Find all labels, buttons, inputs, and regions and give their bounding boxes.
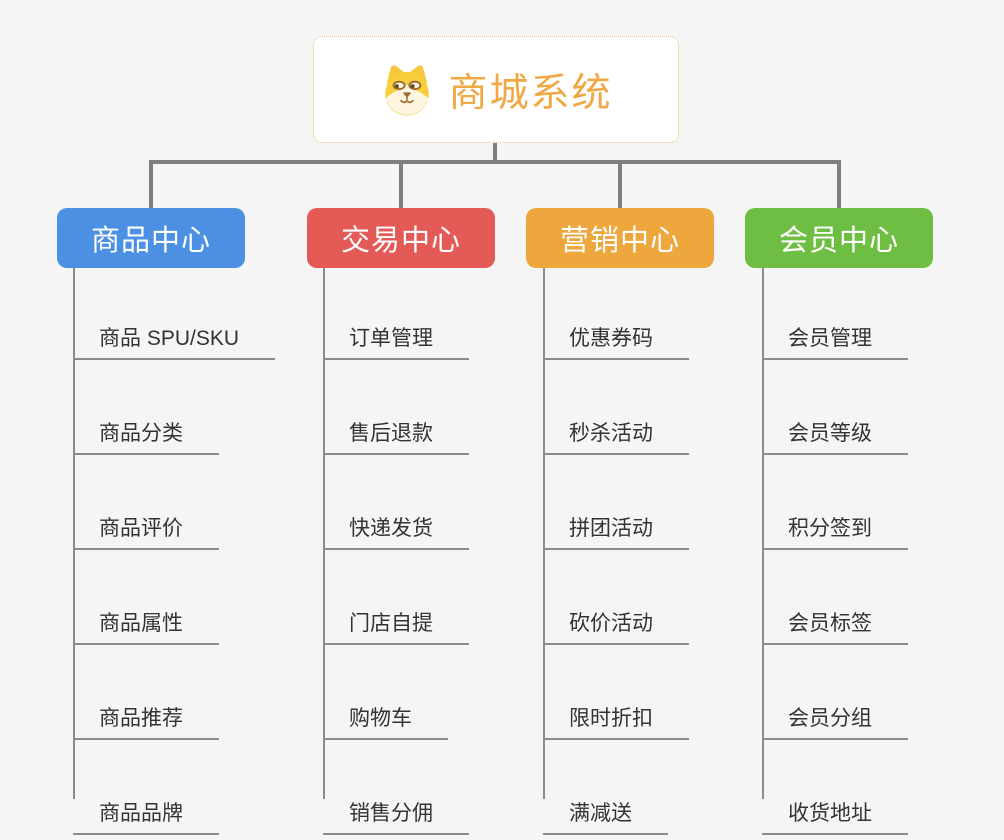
child-node[interactable]: 会员管理 [762,265,908,360]
child-node[interactable]: 优惠券码 [543,265,689,360]
trunk-line-marketing [543,268,545,799]
child-node[interactable]: 商品品牌 [73,740,219,835]
child-node[interactable]: 满减送 [543,740,668,835]
child-node[interactable]: 门店自提 [323,550,469,645]
child-node[interactable]: 秒杀活动 [543,360,689,455]
child-node[interactable]: 快递发货 [323,455,469,550]
child-node[interactable]: 积分签到 [762,455,908,550]
connector-bus [149,160,841,164]
connector-branch-1 [149,160,153,208]
child-node[interactable]: 商品分类 [73,360,219,455]
child-node[interactable]: 商品属性 [73,550,219,645]
items-column-marketing: 优惠券码 秒杀活动 拼团活动 砍价活动 限时折扣 满减送 [543,265,689,835]
connector-root-drop [493,140,497,164]
child-node[interactable]: 会员等级 [762,360,908,455]
connector-branch-4 [837,160,841,208]
root-title: 商城系统 [448,71,613,115]
child-node[interactable]: 收货地址 [762,740,908,835]
dog-face-icon [385,64,430,116]
branch-label: 会员中心 [778,225,899,257]
branch-node-member[interactable]: 会员中心 [745,208,933,268]
child-node[interactable]: 销售分佣 [323,740,469,835]
child-node[interactable]: 商品评价 [73,455,219,550]
items-column-product: 商品 SPU/SKU 商品分类 商品评价 商品属性 商品推荐 商品品牌 [73,265,276,835]
branch-label: 营销中心 [559,225,680,257]
items-column-trade: 订单管理 售后退款 快递发货 门店自提 购物车 销售分佣 [323,265,469,835]
connector-branch-2 [399,160,403,208]
child-node[interactable]: 售后退款 [323,360,469,455]
branch-node-marketing[interactable]: 营销中心 [526,208,714,268]
child-node[interactable]: 限时折扣 [543,645,689,740]
branch-label: 交易中心 [340,225,461,257]
child-node[interactable]: 购物车 [323,645,448,740]
branch-node-trade[interactable]: 交易中心 [307,208,495,268]
items-column-member: 会员管理 会员等级 积分签到 会员标签 会员分组 收货地址 [762,265,908,835]
connector-branch-3 [618,160,622,208]
child-node[interactable]: 会员标签 [762,550,908,645]
child-node[interactable]: 砍价活动 [543,550,689,645]
child-node[interactable]: 会员分组 [762,645,908,740]
trunk-line-trade [323,268,325,799]
branch-node-product[interactable]: 商品中心 [57,208,245,268]
child-node[interactable]: 商品 SPU/SKU [73,265,276,360]
trunk-line-member [762,268,764,799]
child-node[interactable]: 订单管理 [323,265,469,360]
root-node[interactable]: 商城系统 [313,36,679,143]
branch-label: 商品中心 [90,225,211,257]
child-node[interactable]: 商品推荐 [73,645,219,740]
trunk-line-product [73,268,75,799]
child-node[interactable]: 拼团活动 [543,455,689,550]
